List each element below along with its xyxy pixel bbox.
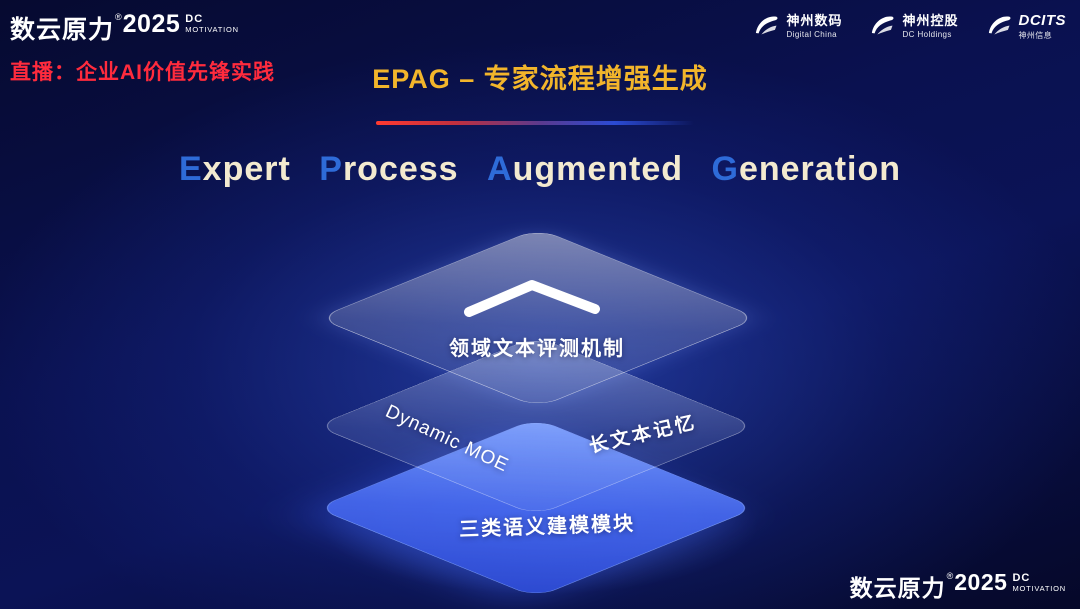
subtitle-word-rest: eneration <box>738 150 902 188</box>
swoosh-icon <box>756 16 778 35</box>
subtitle-cap-letter: P <box>319 150 343 188</box>
swoosh-icon <box>872 16 894 35</box>
title-gradient-divider <box>376 121 694 125</box>
swoosh-icon <box>988 16 1010 35</box>
partner-name: 神州数码 <box>786 13 843 29</box>
chevron-up-icon <box>464 280 600 317</box>
partner-digital-china: 神州数码 Digital China <box>752 12 842 40</box>
footer-brand-logo: 数云原力®2025 DC MOTIVATION <box>850 569 1066 603</box>
subtitle-word: Expert <box>179 150 291 189</box>
subtitle-cap-letter: E <box>178 150 203 188</box>
brand-tag-top: DC <box>185 13 204 25</box>
slide-title: EPAG – 专家流程增强生成 <box>372 64 708 94</box>
brand-tag-bottom: MOTIVATION <box>1012 583 1066 593</box>
partner-name: 神州控股 <box>902 13 959 29</box>
brand-name: 数云原力 <box>10 16 115 44</box>
subtitle-expanded-acronym: Expert Process Augmented Generation <box>0 150 1080 189</box>
partner-name: DCITS <box>1018 12 1066 29</box>
partner-subname: Digital China <box>786 29 838 39</box>
partner-dcits: DCITS 神州信息 <box>985 12 1067 41</box>
brand-name: 数云原力 <box>849 575 946 601</box>
partner-logos: 神州数码 Digital China 神州控股 DC Holdings DCIT… <box>752 12 1066 41</box>
layer-label-semantic-modeling: 三类语义建模模块 <box>458 512 636 542</box>
brand-tag-top: DC <box>1012 572 1031 584</box>
subtitle-cap-letter: A <box>487 150 513 188</box>
brand-reg-mark: ® <box>115 12 122 22</box>
subtitle-cap-letter: G <box>711 150 739 188</box>
brand-logo: 数云原力®2025 DC MOTIVATION <box>10 10 239 46</box>
brand-year: 2025 <box>122 10 181 38</box>
live-stream-label: 直播：企业AI价值先锋实践 <box>10 61 275 84</box>
subtitle-word-rest: ugmented <box>512 150 684 188</box>
partner-subname: DC Holdings <box>902 29 952 39</box>
partner-subname: 神州信息 <box>1018 30 1053 40</box>
partner-dc-holdings: 神州控股 DC Holdings <box>868 12 958 40</box>
partner-text: 神州数码 Digital China <box>786 13 842 39</box>
subtitle-word-rest: xpert <box>202 150 291 188</box>
subtitle-word: Process <box>319 150 458 189</box>
brand-tagline: DC MOTIVATION <box>185 13 239 34</box>
partner-text: 神州控股 DC Holdings <box>902 13 958 39</box>
layer-label-evaluation: 领域文本评测机制 <box>449 338 625 360</box>
subtitle-word: Augmented <box>487 150 683 189</box>
partner-text: DCITS 神州信息 <box>1019 12 1067 41</box>
brand-tag-bottom: MOTIVATION <box>185 24 239 34</box>
subtitle-word-rest: rocess <box>342 150 459 188</box>
brand-year: 2025 <box>954 569 1008 595</box>
brand-tagline: DC MOTIVATION <box>1012 572 1066 593</box>
subtitle-word: Generation <box>712 150 902 189</box>
brand-reg-mark: ® <box>946 571 954 581</box>
